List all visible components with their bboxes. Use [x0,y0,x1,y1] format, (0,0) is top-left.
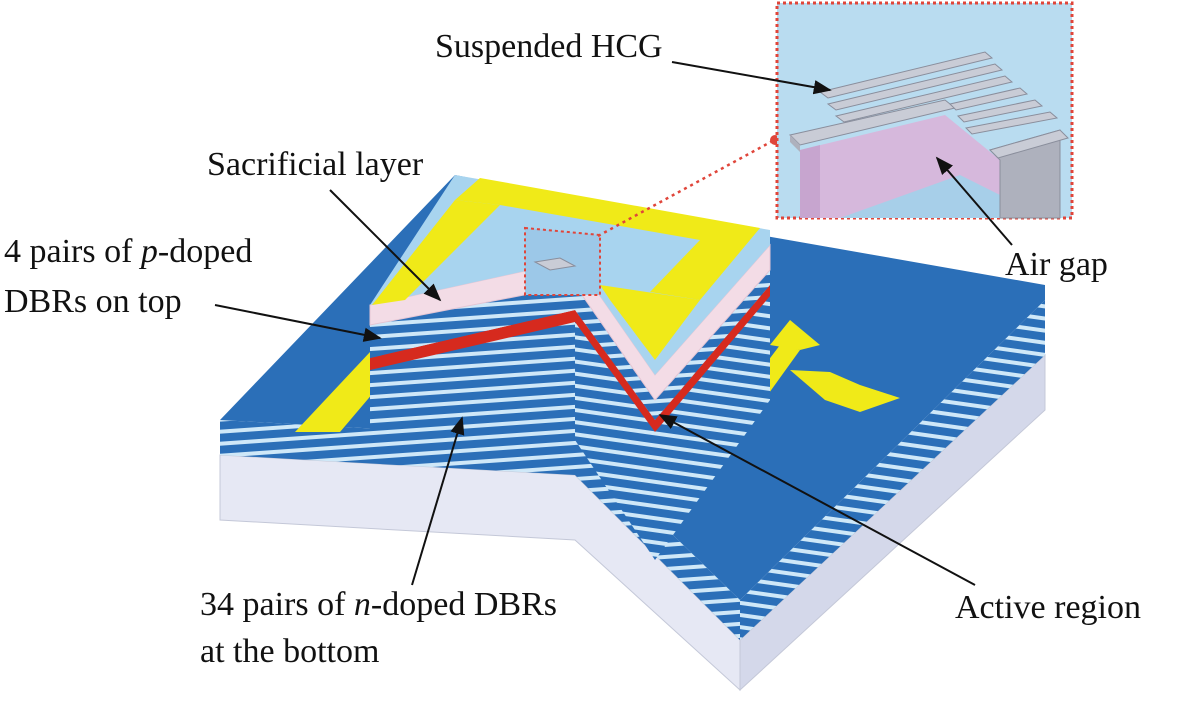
label-p-dbr-pre: 4 pairs of [4,233,141,270]
active-region-layer [370,285,770,432]
label-p-dbr-italic: p [139,233,158,270]
leader-suspended-hcg [671,61,832,95]
upper-mesa-top [370,175,770,375]
labels: Suspended HCG Sacrificial layer 4 pairs … [4,28,1141,670]
label-active-region: Active region [955,589,1141,626]
label-p-dbr-line1: 4 pairs of p-doped [4,233,252,270]
label-air-gap: Air gap [1005,246,1108,283]
label-p-dbr-line2: DBRs on top [4,283,182,320]
label-p-dbr-post: -doped [158,233,252,270]
leader-sacrificial-layer [329,189,442,302]
p-dbr-layers [370,270,770,420]
label-n-dbr-pre: 34 pairs of [200,586,354,623]
leader-air-gap [935,156,1013,246]
label-n-dbr-line1: 34 pairs of n-doped DBRs [200,586,557,623]
label-n-dbr-line2: at the bottom [200,633,379,670]
leader-n-dbr [411,416,465,586]
leader-active-region [658,414,976,586]
leader-lines [214,61,1013,586]
label-n-dbr-italic: n [354,586,371,623]
label-suspended-hcg: Suspended HCG [435,28,663,65]
label-n-dbr-post: -doped DBRs [371,586,557,623]
label-sacrificial-layer: Sacrificial layer [207,146,424,183]
leader-p-dbr [214,304,382,342]
zoom-inset [775,1,1074,220]
